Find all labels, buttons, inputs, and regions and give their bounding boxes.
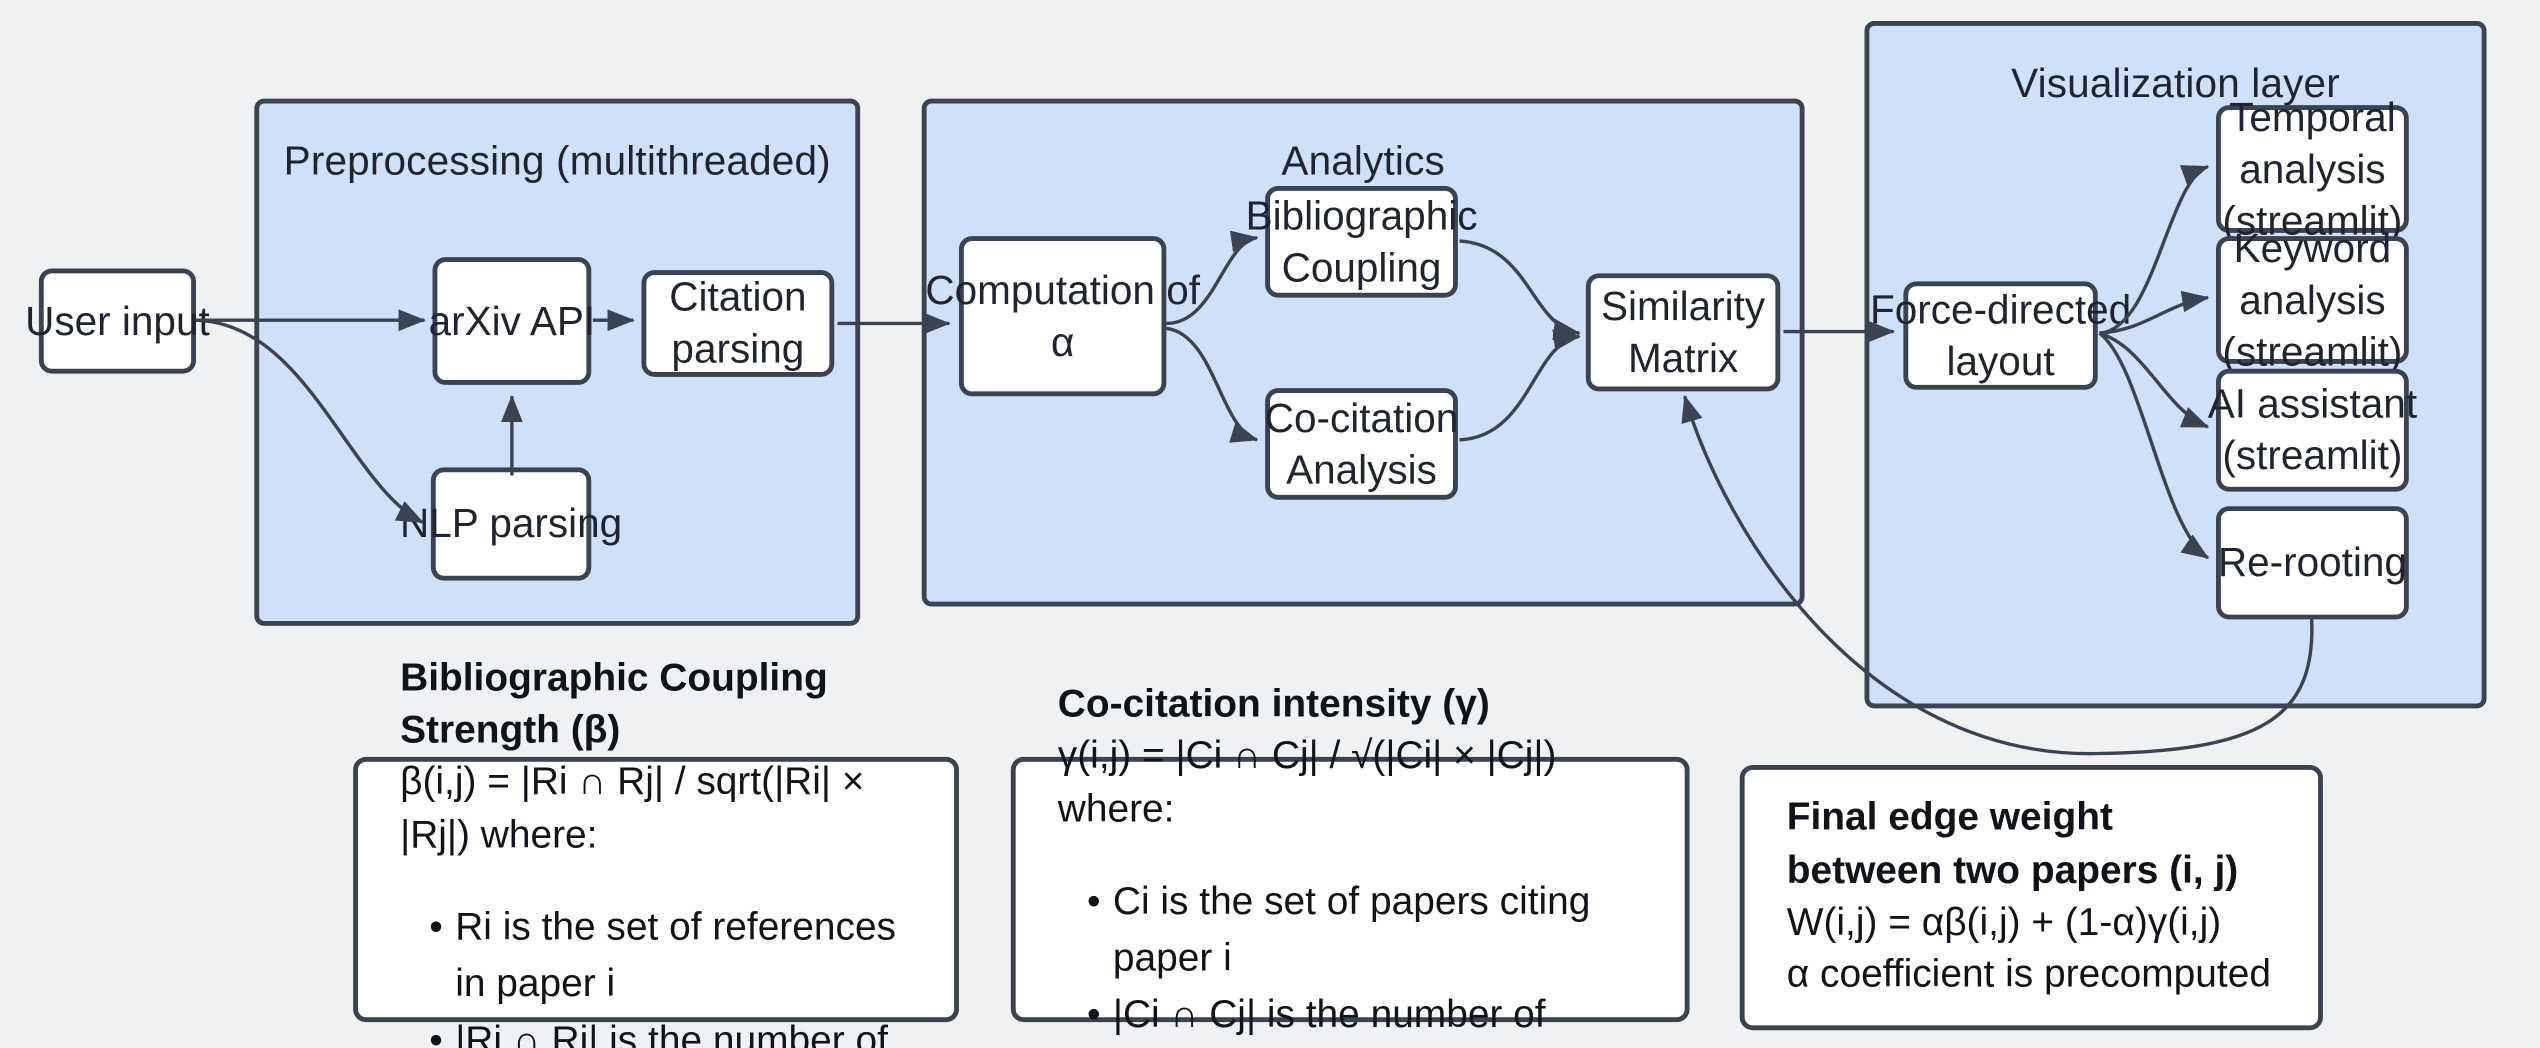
node-re-rooting[interactable]: Re-rooting — [2216, 506, 2409, 620]
node-user-input[interactable]: User input — [25, 268, 210, 374]
group-preprocessing-title: Preprocessing (multithreaded) — [283, 139, 831, 185]
node-bibliographic-coupling[interactable]: Bibliographic Coupling — [1246, 185, 1477, 298]
note-final-edge-weight: Final edge weight between two papers (i,… — [1739, 764, 2323, 1031]
node-nlp-parsing[interactable]: NLP parsing — [400, 467, 622, 581]
group-visualization-title: Visualization layer — [2011, 61, 2340, 107]
note-bullet: |Ri ∩ Rj| is the number of shared refere… — [429, 1014, 912, 1048]
node-arxiv-api[interactable]: arXiv API — [429, 257, 595, 385]
note-bibliographic-coupling: Bibliographic Coupling Strength (β) β(i,… — [353, 656, 959, 1048]
node-keyword-analysis[interactable]: Keyword analysis (streamlit) — [2216, 226, 2409, 374]
note-formula-secondary: α coefficient is precomputed — [1786, 953, 2271, 997]
note-bullets: Ci is the set of papers citing paper i |… — [1058, 875, 1643, 1048]
node-computation-alpha[interactable]: Computation of α — [925, 236, 1200, 397]
note-cocitation-intensity: Co-citation intensity (γ) γ(i,j) = |Ci ∩… — [1010, 682, 1690, 1043]
node-force-directed-layout[interactable]: Force-directed layout — [1870, 281, 2131, 390]
note-formula: W(i,j) = αβ(i,j) + (1-α)γ(i,j) — [1786, 900, 2222, 945]
note-bullet: Ci is the set of papers citing paper i — [1087, 875, 1643, 988]
group-analytics-title: Analytics — [1281, 139, 1445, 185]
note-formula: β(i,j) = |Ri ∩ Rj| / sqrt(|Ri| × |Rj|) w… — [400, 760, 865, 857]
note-title: Final edge weight between two papers (i,… — [1786, 796, 2239, 893]
node-cocitation-analysis[interactable]: Co-citation Analysis — [1265, 388, 1458, 500]
node-similarity-matrix[interactable]: Similarity Matrix — [1585, 273, 1781, 392]
note-title: Co-citation intensity (γ) — [1057, 682, 1490, 726]
node-temporal-analysis[interactable]: Temporal analysis (streamlit) — [2216, 95, 2409, 243]
node-citation-parsing[interactable]: Citation parsing — [641, 270, 835, 377]
note-title: Bibliographic Coupling Strength (β) — [400, 656, 828, 753]
node-ai-assistant[interactable]: AI assistant (streamlit) — [2208, 368, 2417, 492]
note-formula: γ(i,j) = |Ci ∩ Cj| / √(|Ci| × |Cj|) wher… — [1057, 734, 1557, 831]
note-bullet: Ri is the set of references in paper i — [429, 901, 912, 1014]
note-bullet: |Ci ∩ Cj| is the number of papers citing… — [1087, 988, 1643, 1048]
note-bullets: Ri is the set of references in paper i |… — [400, 901, 912, 1048]
